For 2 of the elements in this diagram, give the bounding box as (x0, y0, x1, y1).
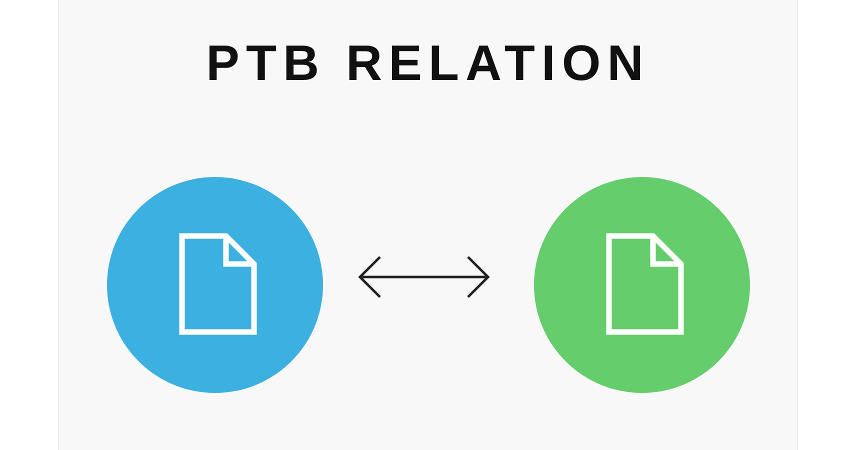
double-arrow (358, 256, 490, 298)
diagram-title: PTB RELATION (206, 36, 650, 91)
